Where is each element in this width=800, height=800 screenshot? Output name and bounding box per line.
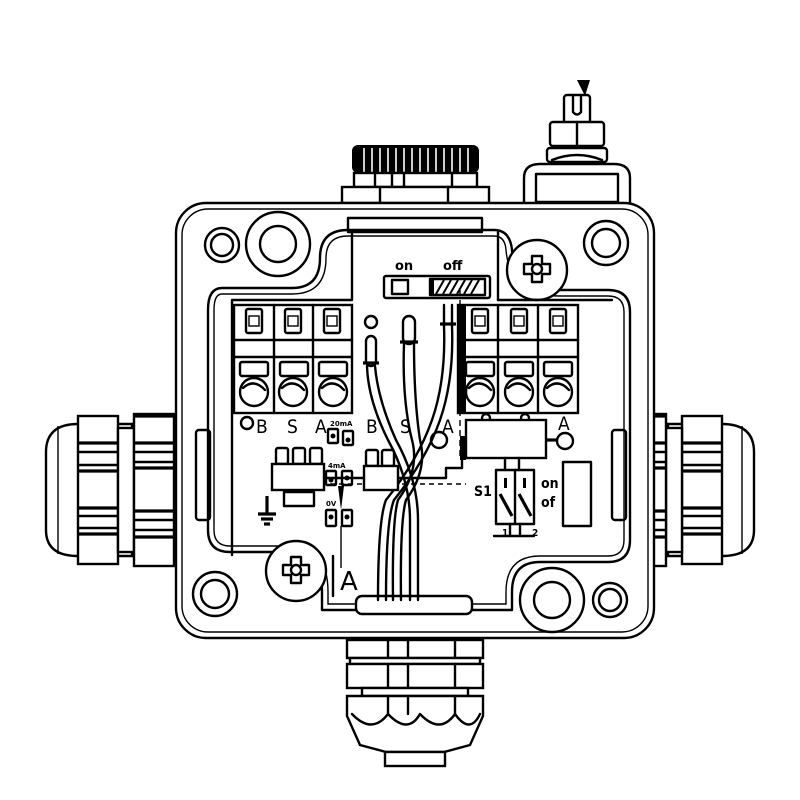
enclosure-housing <box>174 201 656 640</box>
left-cable-gland <box>44 412 176 568</box>
jumper-label-20ma: 20mA <box>330 420 353 428</box>
bottom-cable-gland <box>345 638 485 768</box>
corner-hole-top-left <box>203 226 241 264</box>
ground-symbol-icon <box>258 496 276 526</box>
mounting-screw-top-right <box>505 238 569 302</box>
switch-label-on: on <box>395 259 413 274</box>
right-terminal-block <box>456 303 580 424</box>
label-window <box>561 460 593 528</box>
left-label-s: S <box>287 416 298 438</box>
dip-pin-2: 2 <box>532 528 538 539</box>
switch-label-off: off <box>443 259 463 274</box>
wire-entry-holes[interactable] <box>238 376 349 408</box>
top-cable-gland <box>340 145 491 205</box>
dip-switch-on-label: on <box>541 476 559 492</box>
wire-entry-holes[interactable] <box>464 376 574 408</box>
dip-switch-off-label: of <box>541 495 556 511</box>
terminal-labels: B S A B S A A <box>239 413 575 451</box>
dip-switch-name: S1 <box>474 484 492 500</box>
jumper-pins[interactable]: 20mA 4mA 0V <box>324 420 355 528</box>
internal-wires <box>363 290 461 602</box>
corner-hole-top-right <box>582 219 630 267</box>
pcb-ic <box>270 446 400 508</box>
vent-screw <box>522 80 632 204</box>
left-label-a: A <box>315 416 327 438</box>
terminal-release-slots[interactable] <box>244 307 342 335</box>
dip-switch-s1[interactable]: S1 on of 1 2 <box>474 456 559 539</box>
right-label-a: A <box>558 413 570 435</box>
section-marker-label: A <box>340 567 358 597</box>
terminal-release-slots[interactable] <box>470 307 568 335</box>
corner-hole-bottom-right <box>591 581 629 619</box>
left-terminal-block <box>232 303 354 415</box>
slide-switch[interactable]: on off <box>382 259 492 300</box>
corner-hole-bottom-left <box>191 570 239 618</box>
jumper-label-0v: 0V <box>326 500 337 508</box>
pcb-board <box>230 230 614 557</box>
center-label-a: A <box>442 416 454 438</box>
mount-boss-bottom-right <box>518 566 586 634</box>
mount-boss-top-left <box>244 210 312 278</box>
section-marker: A <box>331 526 358 598</box>
arrow-marker-icon <box>577 80 590 96</box>
center-label-b: B <box>366 416 378 438</box>
left-label-b: B <box>256 416 268 438</box>
dip-pin-1: 1 <box>502 528 508 539</box>
mounting-screw-bottom-left <box>264 539 328 603</box>
center-label-s: S <box>400 416 411 438</box>
jumper-label-4ma: 4mA <box>328 462 346 470</box>
relay-component <box>314 418 558 485</box>
